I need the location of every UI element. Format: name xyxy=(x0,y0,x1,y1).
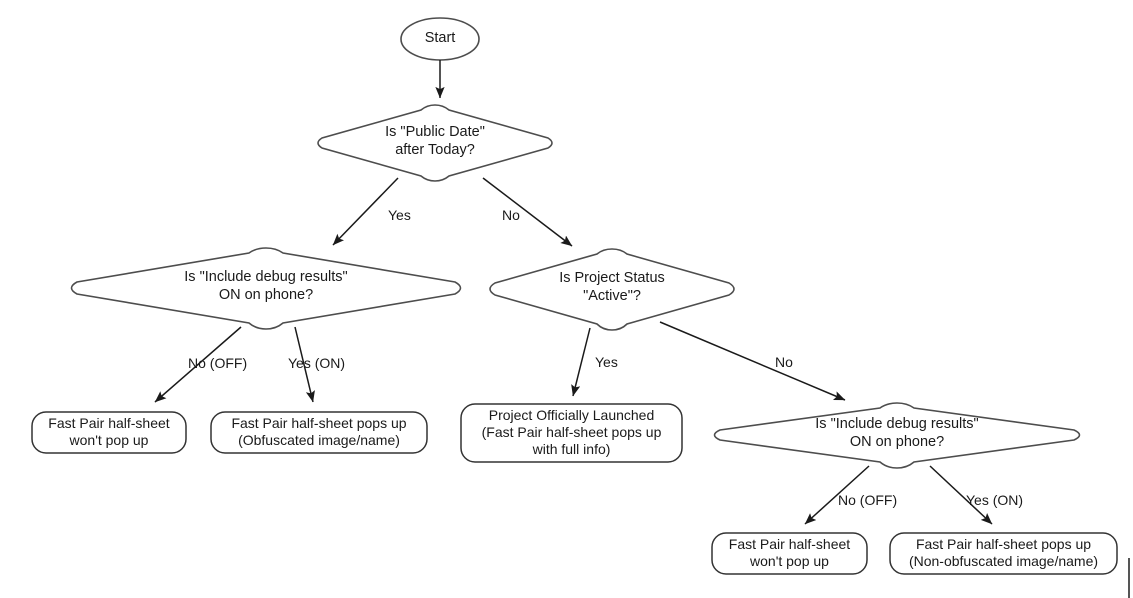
connector-debug-left-no-off xyxy=(154,326,242,403)
edge-label-debug-right-yes: Yes (ON) xyxy=(966,492,1024,508)
connector-project-status-yes xyxy=(571,327,591,397)
edge-label-public-date-no: No xyxy=(502,207,520,223)
node-result-no-popup-left[interactable] xyxy=(31,411,187,454)
node-debug-left[interactable] xyxy=(70,247,462,330)
connector-debug-left-yes-on xyxy=(294,326,315,403)
node-result-launched[interactable] xyxy=(460,403,683,463)
edge-label-project-status-no: No xyxy=(775,354,793,370)
edge-label-project-status-yes: Yes xyxy=(595,354,618,370)
edge-label-debug-right-no: No (OFF) xyxy=(838,492,898,508)
node-public-date[interactable] xyxy=(317,104,553,182)
node-project-status[interactable] xyxy=(489,248,735,331)
edge-label-debug-left-yes: Yes (ON) xyxy=(288,355,346,371)
connector-public-date-yes xyxy=(332,177,399,246)
node-debug-right[interactable] xyxy=(713,402,1081,469)
node-result-non-obfuscated[interactable] xyxy=(889,532,1118,575)
edge-label-public-date-yes: Yes xyxy=(388,207,411,223)
connector-public-date-no xyxy=(482,177,573,247)
connector-debug-right-yes-on xyxy=(929,465,993,525)
node-start[interactable] xyxy=(400,17,480,61)
node-result-obfuscated[interactable] xyxy=(210,411,428,454)
edge-label-debug-left-no: No (OFF) xyxy=(188,355,248,371)
connector-debug-right-no-off xyxy=(804,465,870,525)
connector-project-status-no xyxy=(659,321,846,401)
page-edge-artifact xyxy=(1128,558,1130,598)
node-result-no-popup-right[interactable] xyxy=(711,532,868,575)
